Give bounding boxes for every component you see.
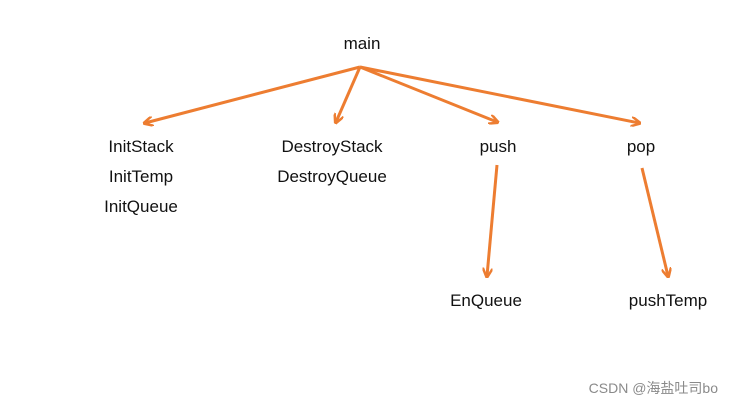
node-destroy-group: DestroyStack DestroyQueue	[277, 132, 387, 192]
arrow-main-to-init	[145, 65, 361, 123]
node-pushtemp-label: pushTemp	[628, 291, 708, 310]
arrow-main-to-destroy	[336, 66, 362, 122]
arrow-main-to-push	[359, 65, 497, 122]
node-main: main	[344, 34, 381, 54]
node-initqueue-label: InitQueue	[104, 197, 178, 216]
node-destroyqueue-label: DestroyQueue	[277, 167, 387, 186]
node-push-label: push	[479, 137, 517, 156]
node-main-label: main	[343, 34, 381, 53]
arrow-pop-to-pushtemp	[640, 167, 668, 276]
arrow-main-to-pop	[359, 65, 639, 123]
arrow-push-to-enqueue	[487, 164, 499, 276]
node-pop-label: pop	[626, 137, 656, 156]
node-enqueue: EnQueue	[450, 291, 522, 311]
node-pop: pop	[627, 137, 655, 157]
node-init-group: InitStack InitTemp InitQueue	[104, 132, 178, 222]
node-initstack-label: InitStack	[108, 137, 174, 156]
node-enqueue-label: EnQueue	[450, 291, 522, 310]
node-inittemp-label: InitTemp	[108, 167, 174, 186]
node-push: push	[480, 137, 517, 157]
node-destroystack-label: DestroyStack	[281, 137, 383, 156]
node-pushtemp: pushTemp	[629, 291, 707, 311]
watermark-text: CSDN @海盐吐司bo	[588, 380, 718, 396]
